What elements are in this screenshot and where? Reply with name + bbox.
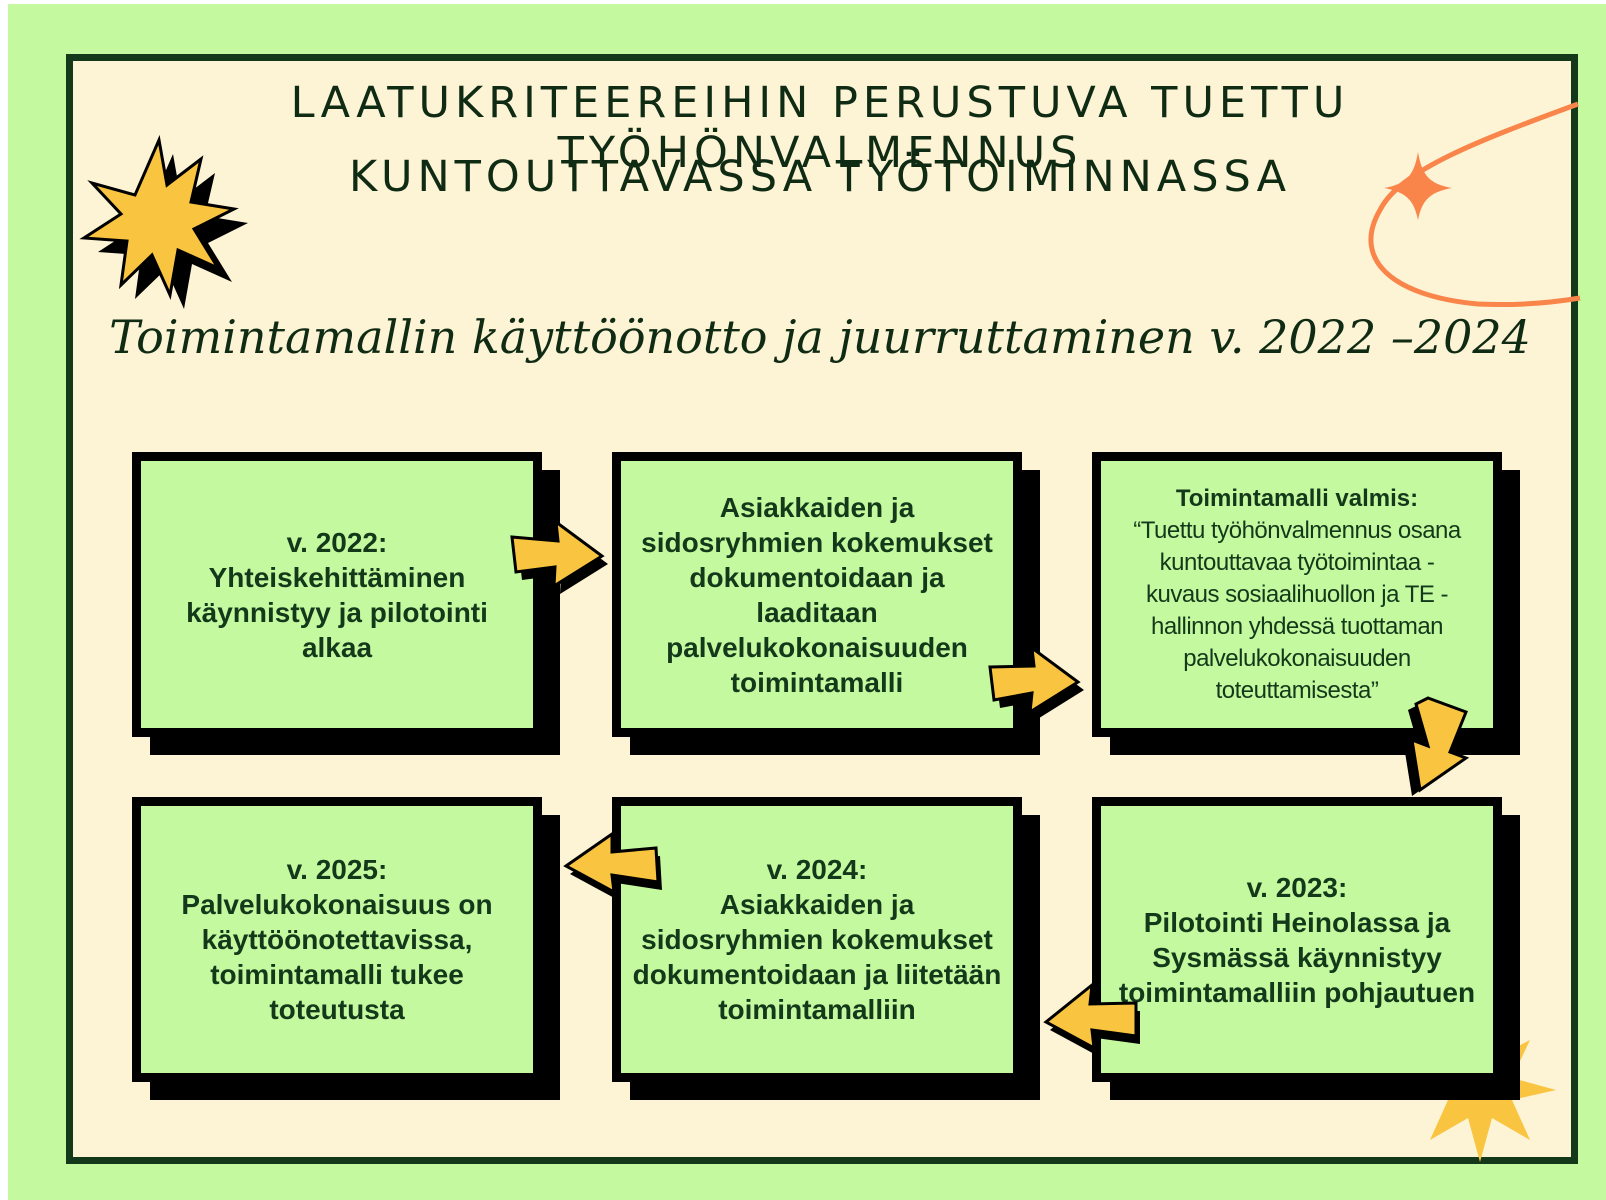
step-box: Toimintamalli valmis: “Tuettu työhönvalm…: [1092, 452, 1502, 737]
step-text-line: dokumentoidaan ja: [689, 561, 945, 593]
step-text-line: sidosryhmien kokemukset: [641, 526, 993, 558]
step-2022: v. 2022: Yhteiskehittäminen käynnistyy j…: [132, 452, 560, 755]
step-heading: Toimintamalli valmis:: [1175, 484, 1419, 512]
step-text-line: Palvelukokonaisuus on: [181, 889, 493, 920]
step-text-line: Asiakkaiden ja: [719, 889, 915, 920]
step-text-line: toimintamalliin pohjautuen: [1118, 976, 1476, 1008]
step-text-line: toimintamalliin: [718, 994, 916, 1025]
step-box: v. 2024: Asiakkaiden ja sidosryhmien kok…: [612, 797, 1022, 1082]
step-text-line: sidosryhmien kokemukset: [641, 924, 993, 955]
step-text-line: kuvaus sosiaalihuollon ja TE -: [1145, 580, 1449, 608]
step-box: v. 2023: Pilotointi Heinolassa ja Sysmäs…: [1092, 797, 1502, 1082]
step-text-line: “Tuettu työhönvalmennus osana: [1133, 516, 1461, 544]
title-line-2: KUNTOUTTAVASSA TYÖTOIMINNASSA: [348, 152, 1292, 202]
step-box: Asiakkaiden ja sidosryhmien kokemukset d…: [612, 452, 1022, 737]
step-2025: v. 2025: Palvelukokonaisuus on käyttööno…: [132, 797, 560, 1100]
step-2024: v. 2024: Asiakkaiden ja sidosryhmien kok…: [612, 797, 1040, 1100]
step-year: v. 2025:: [286, 854, 388, 885]
step-document: Asiakkaiden ja sidosryhmien kokemukset d…: [612, 452, 1040, 755]
step-text-line: käynnistyy ja pilotointi: [186, 596, 488, 628]
step-text-line: toimintamalli: [730, 666, 904, 698]
step-year: v. 2023:: [1246, 871, 1348, 903]
step-model-ready: Toimintamalli valmis: “Tuettu työhönvalm…: [1092, 452, 1520, 755]
step-text-line: laaditaan: [756, 596, 878, 628]
step-text-line: Asiakkaiden ja: [719, 491, 915, 523]
step-text-line: kuntouttavaa työtoimintaa -: [1159, 548, 1435, 576]
step-text-line: toimintamalli tukee: [210, 959, 464, 990]
step-text-line: hallinnon yhdessä tuottaman: [1150, 612, 1444, 640]
step-text-line: dokumentoidaan ja liitetään: [632, 959, 1002, 990]
step-2023: v. 2023: Pilotointi Heinolassa ja Sysmäs…: [1092, 797, 1520, 1100]
step-text-line: Yhteiskehittäminen: [208, 561, 466, 593]
step-text-line: palvelukokonaisuuden: [666, 631, 968, 663]
step-text-line: toteuttamisesta”: [1215, 676, 1379, 704]
step-text-line: alkaa: [301, 631, 373, 663]
step-box: v. 2022: Yhteiskehittäminen käynnistyy j…: [132, 452, 542, 737]
step-text-line: Pilotointi Heinolassa ja: [1143, 906, 1451, 938]
step-year: v. 2022:: [286, 526, 388, 558]
step-text-line: palvelukokonaisuuden: [1183, 644, 1411, 672]
step-box: v. 2025: Palvelukokonaisuus on käyttööno…: [132, 797, 542, 1082]
subtitle: Toimintamallin käyttöönotto ja juurrutta…: [109, 310, 1531, 364]
title-line-1: LAATUKRITEEREIHIN PERUSTUVA TUETTU TYÖHÖ…: [290, 78, 1350, 178]
step-text-line: toteutusta: [269, 994, 405, 1025]
step-year: v. 2024:: [766, 854, 868, 885]
step-text-line: käyttöönotettavissa,: [201, 924, 473, 955]
step-text-line: Sysmässä käynnistyy: [1152, 941, 1442, 973]
